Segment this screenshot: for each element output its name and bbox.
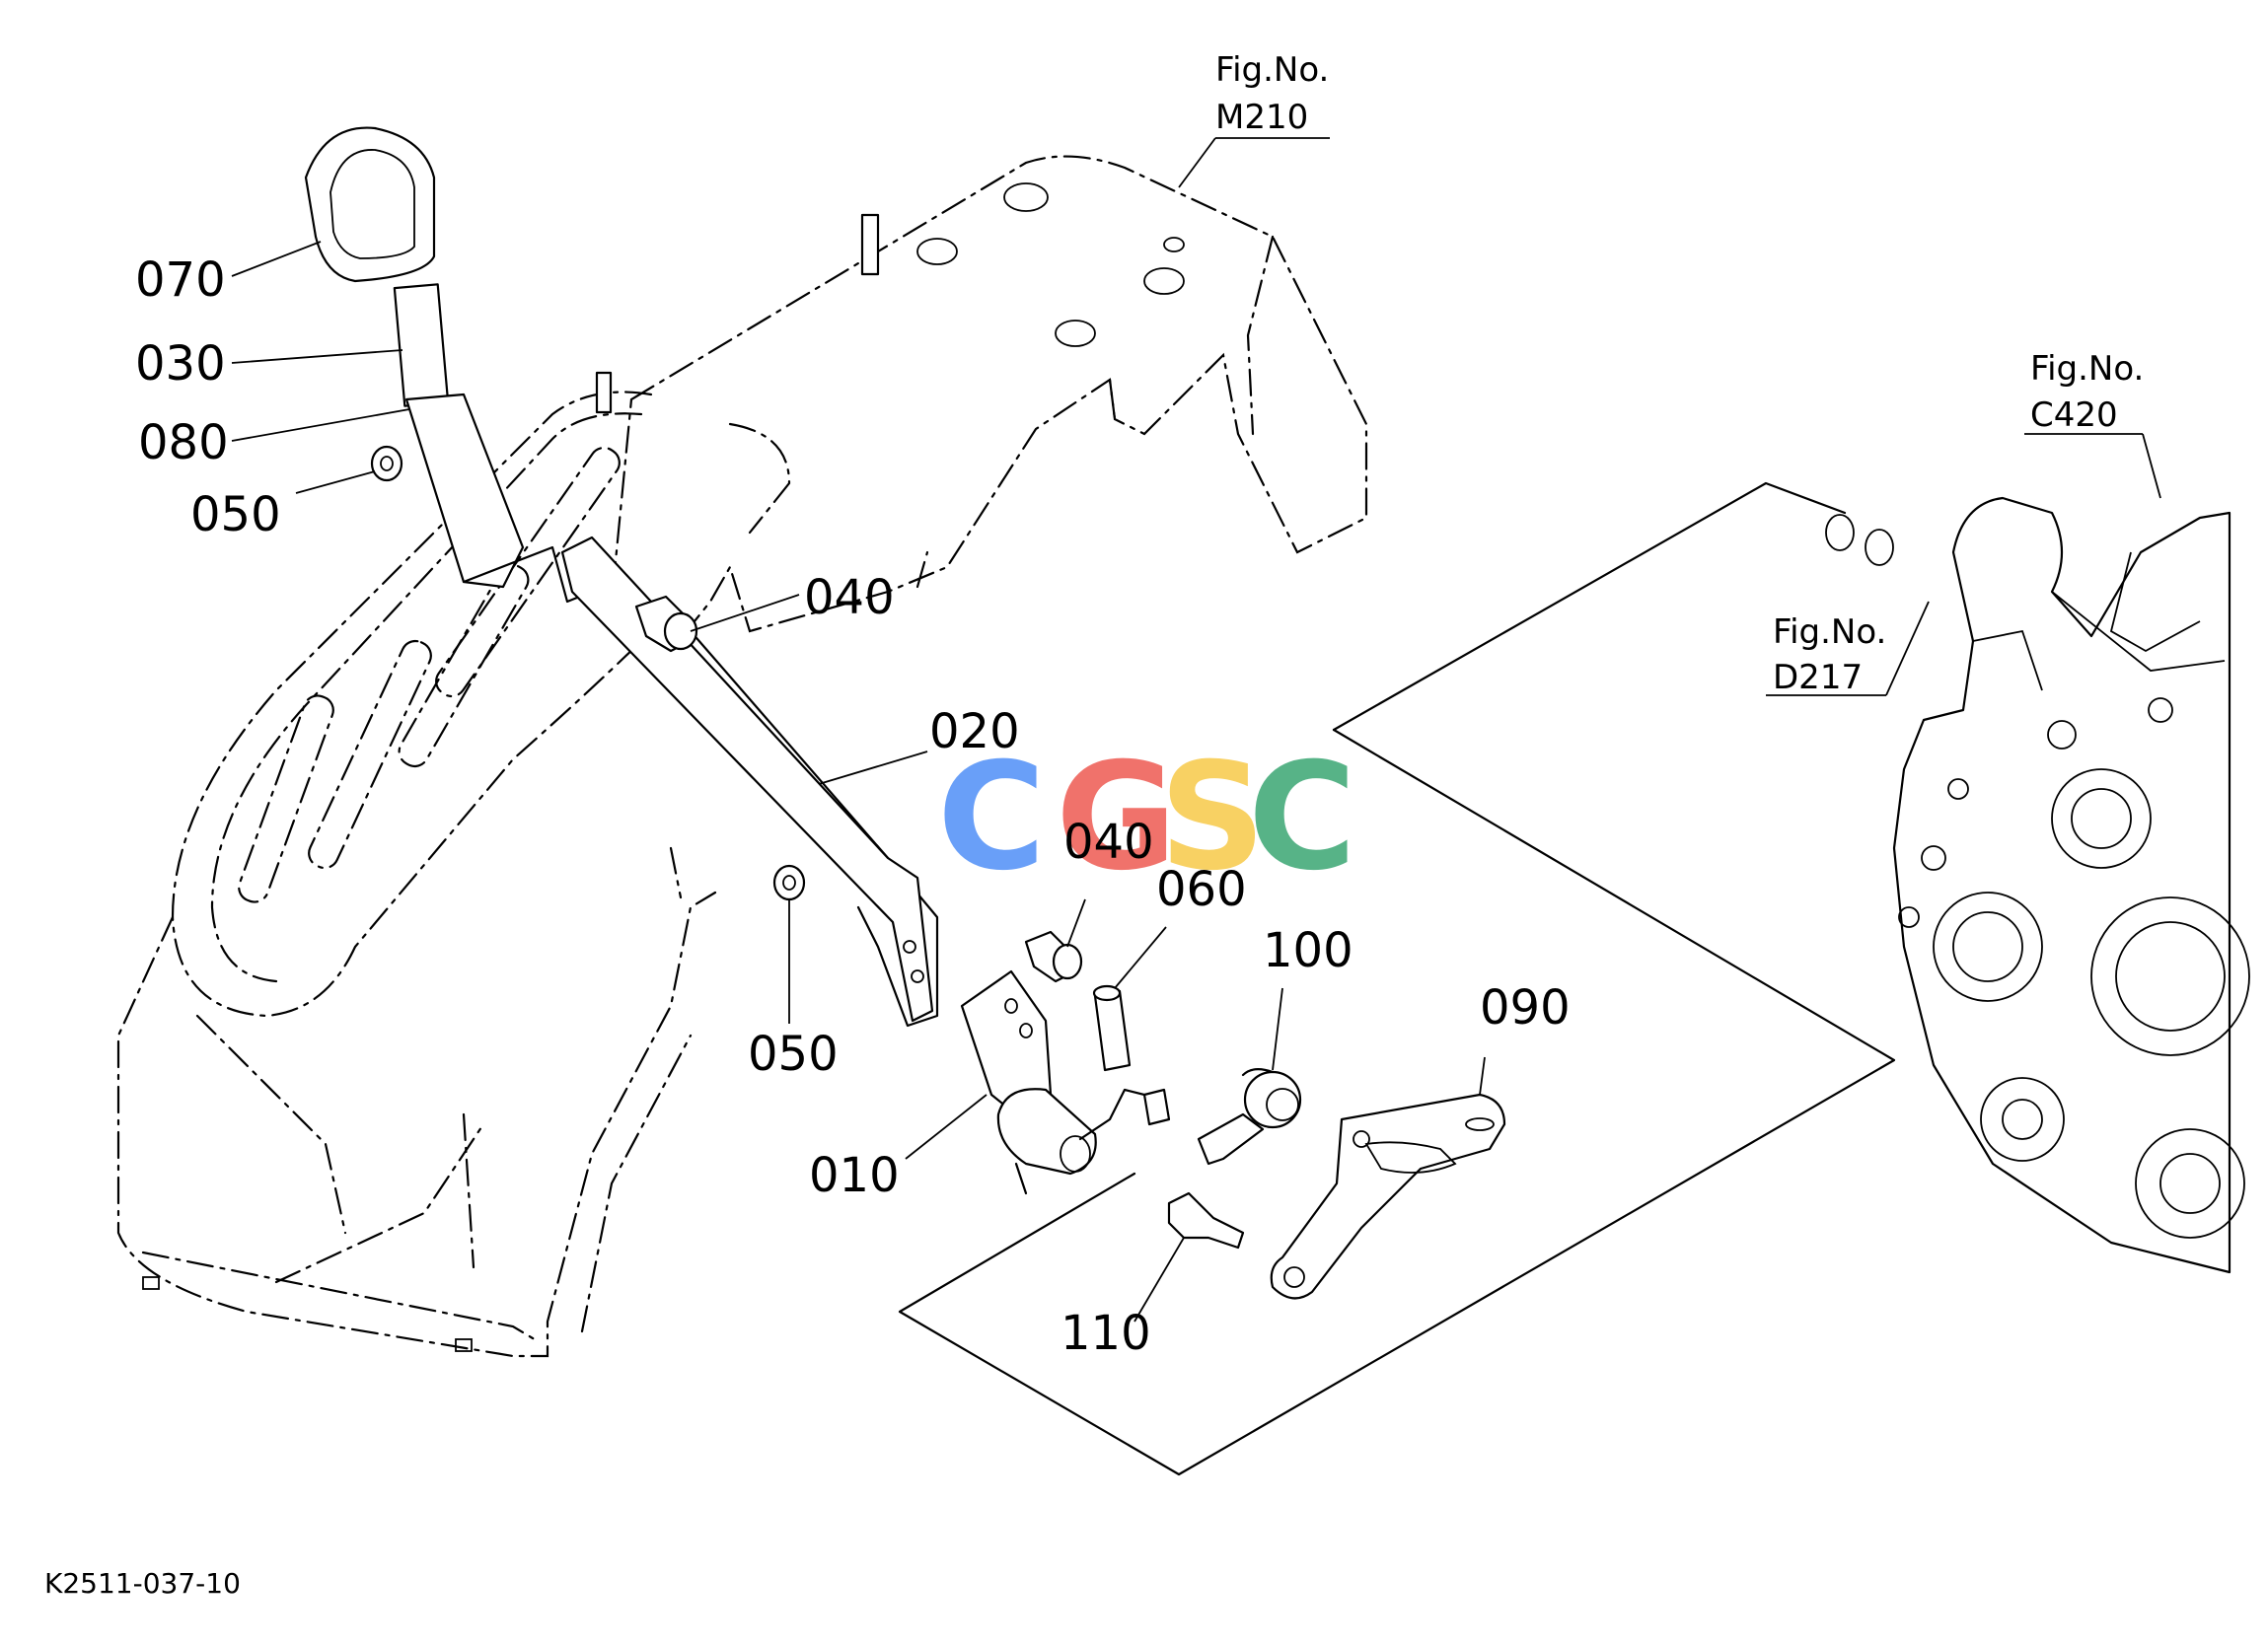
plate-090 [1270, 1093, 1506, 1300]
bolt-110 [1167, 1191, 1245, 1250]
callout-060: 060 [1156, 862, 1247, 917]
callout-080: 080 [138, 415, 229, 470]
callout-010: 010 [809, 1148, 900, 1203]
callout-050-lower: 050 [748, 1027, 839, 1082]
bolt-040-lower [1024, 930, 1083, 983]
watermark-letter-g: G [1056, 732, 1177, 903]
callout-040-upper: 040 [804, 570, 895, 625]
nut-050-lower [772, 864, 806, 901]
drawing-code: K2511-037-10 [44, 1567, 241, 1600]
bolt-040-upper [634, 595, 698, 653]
pin-060 [1092, 984, 1171, 1126]
callout-090: 090 [1480, 980, 1571, 1036]
watermark-letter-c2: C [1248, 732, 1356, 903]
transmission-case [1825, 496, 2250, 1274]
callout-100: 100 [1263, 923, 1353, 978]
fig-ref-m210-label: Fig.No. [1215, 50, 1329, 90]
callouts: 070 030 080 050 040 020 040 060 100 090 … [135, 252, 1571, 1361]
nut-050-upper [370, 445, 403, 482]
bracket-010 [960, 969, 1166, 1195]
fig-ref-c420-code: C420 [2030, 395, 2118, 435]
shift-lever [304, 126, 939, 1028]
figure-references: Fig.No. M210 Fig.No. C420 Fig.No. D217 [1215, 50, 2144, 697]
assembly-boundary [898, 481, 1896, 1476]
fender-outline [116, 155, 1368, 1358]
fig-ref-m210-code: M210 [1215, 98, 1308, 137]
callout-050-upper: 050 [190, 487, 281, 542]
fig-ref-c420-label: Fig.No. [2030, 349, 2144, 389]
joint-100 [1197, 1068, 1302, 1166]
callout-110: 110 [1061, 1306, 1151, 1361]
fig-ref-d217-code: D217 [1773, 658, 1863, 697]
watermark: C G S C [937, 732, 1356, 903]
callout-040-lower: 040 [1063, 815, 1154, 870]
watermark-letter-c1: C [937, 732, 1046, 903]
callout-020: 020 [929, 704, 1020, 759]
watermark-letter-s: S [1159, 732, 1266, 903]
fig-ref-d217-label: Fig.No. [1773, 612, 1886, 652]
leader-lines [231, 137, 2161, 1323]
callout-030: 030 [135, 336, 226, 392]
callout-070: 070 [135, 252, 226, 308]
